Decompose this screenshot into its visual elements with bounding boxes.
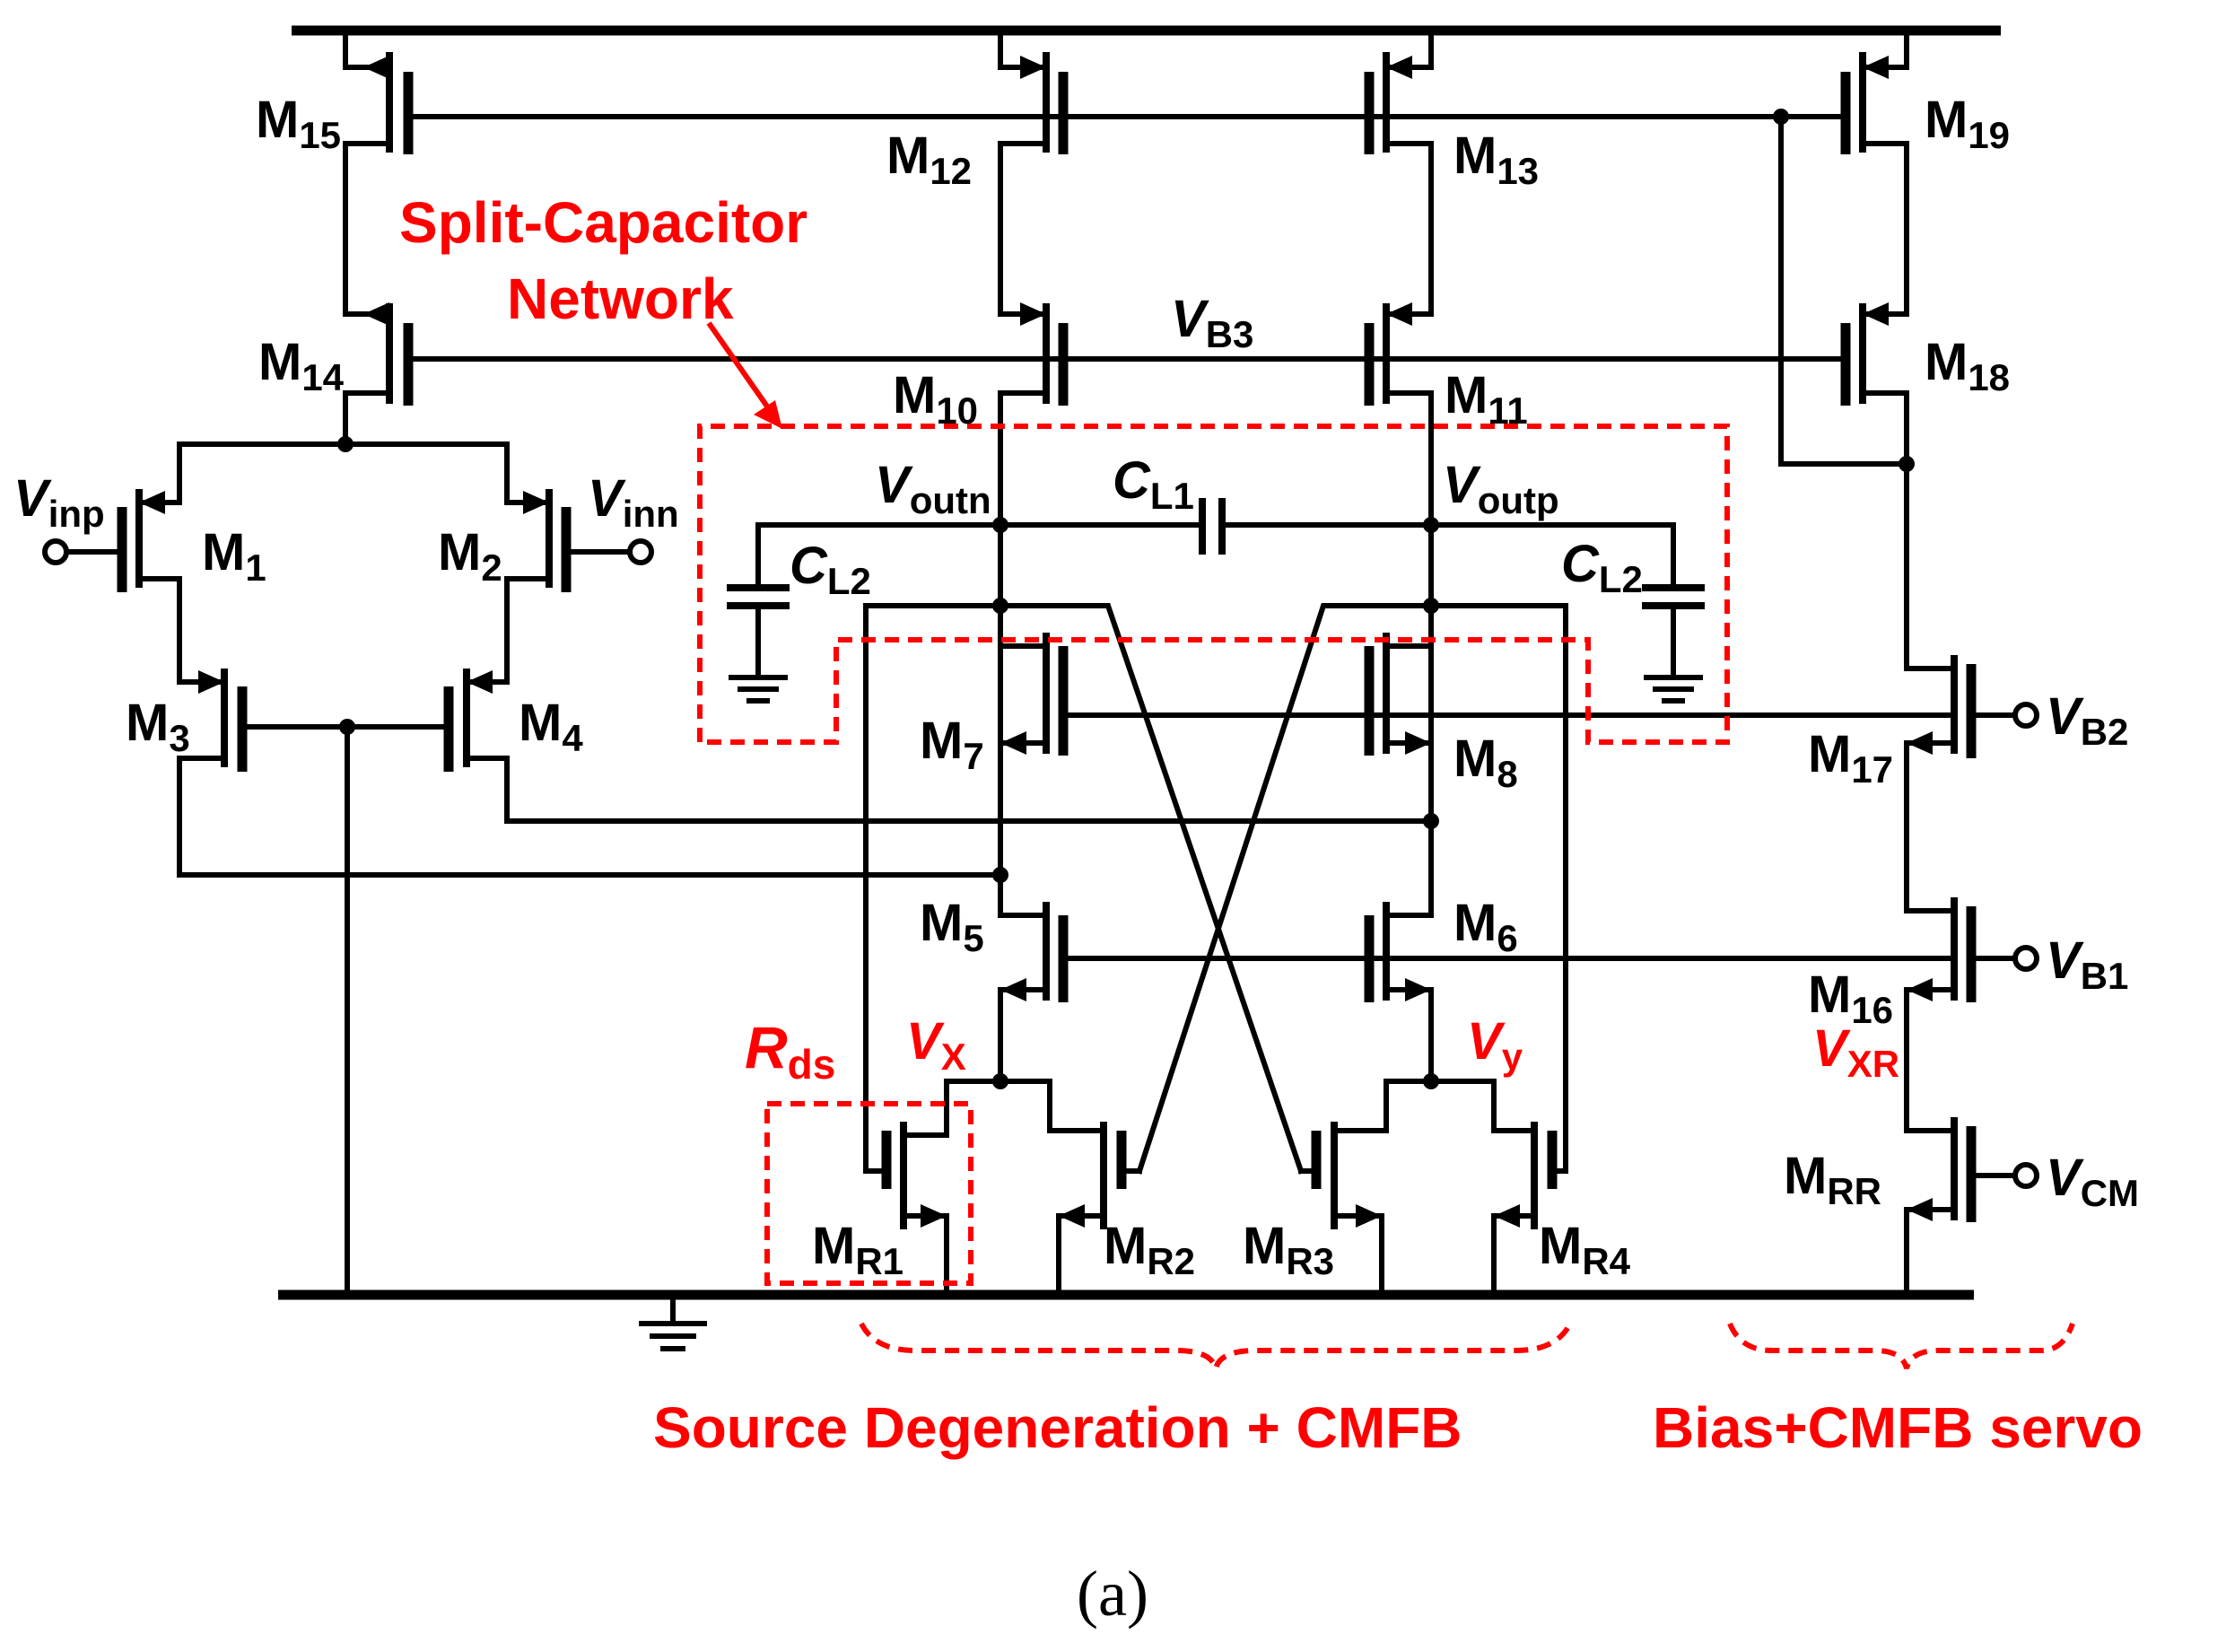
transistor-m14 [343,302,414,447]
label-m6: M6 [1453,894,1518,959]
label-m15: M15 [256,91,341,156]
label-cl2-left: CL2 [790,537,871,602]
transistor-m12 [998,28,1069,317]
label-vcm: VCM [2046,1149,2139,1214]
label-m17: M17 [1808,725,1893,791]
transistor-m11 [1364,302,1434,599]
source-degeneration-label: Source Degeneration + CMFB [653,1395,1462,1460]
vcm-pin [2012,1162,2039,1189]
ground-symbol [639,1292,707,1351]
bias-servo-brace [1727,1322,2075,1369]
transistor-m18 [1840,302,1909,662]
split-cap-title-line2: Network [507,267,734,331]
label-m1: M1 [202,523,266,589]
device-labels: M15 M14 M12 M13 M10 M11 M19 M18 M1 M2 M3… [126,91,2010,1282]
split-cap-title-line1: Split-Capacitor [399,190,807,255]
label-m12: M12 [886,127,972,192]
vinn-pin [627,538,654,565]
label-vinn: Vinn [588,469,679,535]
label-m2: M2 [438,523,502,589]
label-m3: M3 [126,694,190,759]
bias-servo-label: Bias+CMFB servo [1653,1395,2143,1460]
label-mrr: MRR [1784,1147,1881,1212]
annotation-text: Split-Capacitor Network Source Degenerat… [399,190,2143,1630]
figure-caption: (a) [1077,1558,1148,1630]
label-mr2: MR2 [1104,1217,1195,1282]
label-vy: Vy [1467,1012,1523,1078]
transistor-m7-m8 [992,598,1957,883]
split-cap-box [697,424,1730,745]
label-vinp: Vinp [13,469,105,535]
label-rds: Rds [745,1014,835,1088]
rds-box [764,1101,973,1286]
transistor-m15 [343,28,414,317]
label-m4: M4 [519,694,583,759]
label-m11: M11 [1445,366,1528,432]
label-voutp: Voutp [1443,456,1559,521]
degeneration-transistors [863,603,1568,1298]
label-m8: M8 [1453,730,1518,795]
transistor-m3-m4 [177,669,1434,1298]
label-mr3: MR3 [1243,1217,1334,1282]
signal-labels: VB3 Vinp Vinn Voutn Voutp CL1 CL2 CL2 VB… [13,290,2139,1214]
label-cl1: CL1 [1113,451,1194,517]
input-pair [42,436,654,685]
label-m19: M19 [1925,91,2010,156]
label-m5: M5 [920,894,984,959]
label-vxr: VXR [1812,1019,1899,1085]
vinp-pin [42,538,69,565]
source-degen-brace [859,1322,1573,1370]
label-mr4: MR4 [1539,1217,1631,1282]
bias-branch [1904,461,2039,1298]
vb1-pin [2012,945,2039,972]
label-m10: M10 [893,366,978,432]
transistor-m19 [1840,28,1909,317]
label-voutn: Voutn [875,456,991,521]
transistor-m5-m6 [992,818,1957,1089]
label-cl2-right: CL2 [1561,535,1643,600]
gate-buses [406,109,1915,472]
label-vx: VX [906,1012,966,1078]
label-m16: M16 [1808,966,1893,1031]
transistor-m13 [1364,28,1434,317]
supply-rails [278,25,2001,1300]
label-m18: M18 [1925,333,2010,398]
label-m7: M7 [920,712,984,777]
label-mr1: MR1 [812,1217,903,1282]
label-m13: M13 [1453,127,1539,192]
label-vb3: VB3 [1171,290,1253,355]
label-m14: M14 [258,333,345,398]
vb2-pin [2012,702,2039,729]
label-vb2: VB2 [2046,687,2128,753]
label-vb1: VB1 [2046,931,2128,997]
red-annotations [697,321,2075,1370]
transistor-m10 [998,302,1069,599]
